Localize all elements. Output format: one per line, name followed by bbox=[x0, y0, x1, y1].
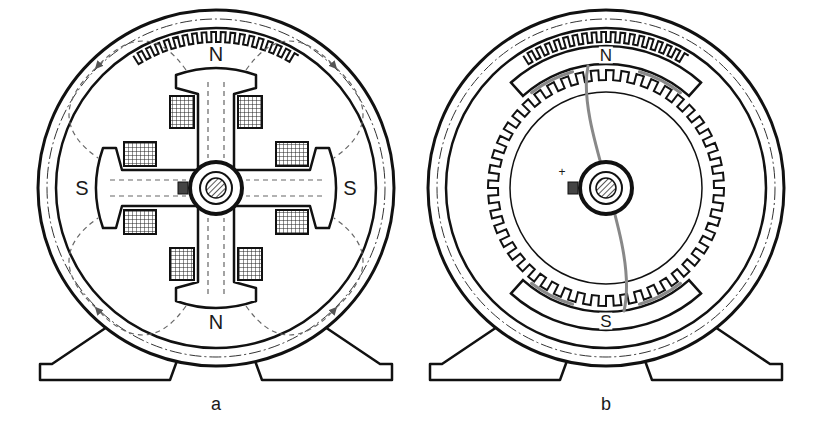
pole-label: N bbox=[599, 47, 613, 64]
housing-outer bbox=[428, 10, 784, 366]
slotted-segment bbox=[133, 32, 298, 64]
field-coils bbox=[110, 142, 186, 234]
field-coil bbox=[124, 210, 156, 234]
field-coil bbox=[170, 248, 194, 280]
field-coil bbox=[124, 142, 156, 166]
armature-coil bbox=[586, 66, 626, 311]
housing-inner bbox=[56, 28, 376, 348]
field-coil bbox=[238, 248, 262, 280]
flux-loop bbox=[246, 41, 363, 158]
yoke-centerline bbox=[47, 19, 385, 357]
flux-line bbox=[246, 306, 336, 335]
shaft bbox=[596, 178, 616, 198]
armature-core bbox=[510, 92, 702, 284]
flux-line bbox=[208, 218, 224, 294]
yoke-centerline bbox=[437, 19, 775, 357]
pole-label: S bbox=[74, 178, 89, 198]
armature-coil-end bbox=[532, 283, 573, 304]
pole-label: S bbox=[342, 178, 357, 198]
flux-line bbox=[110, 180, 186, 196]
flux-line bbox=[334, 218, 363, 308]
pole-label: S bbox=[599, 313, 612, 330]
figure-letter: a bbox=[210, 395, 222, 413]
flux-line bbox=[334, 68, 363, 158]
armature-coil-end bbox=[532, 72, 573, 93]
shaft bbox=[206, 178, 226, 198]
field-coils bbox=[170, 218, 262, 294]
armature-coil-end bbox=[639, 283, 680, 304]
field-coil bbox=[276, 210, 308, 234]
flux-line bbox=[246, 180, 322, 196]
flux-line bbox=[96, 41, 186, 70]
pole-label: N bbox=[208, 44, 224, 64]
motor-a bbox=[38, 10, 394, 380]
armature-coil-end bbox=[639, 72, 680, 93]
flux-line bbox=[96, 306, 186, 335]
flux-line bbox=[208, 82, 224, 158]
armature-teeth bbox=[488, 70, 724, 306]
brush bbox=[178, 182, 188, 194]
pole-label: N bbox=[208, 312, 224, 332]
polarity-sign: + bbox=[557, 166, 566, 178]
bearing bbox=[590, 172, 622, 204]
bearing bbox=[200, 172, 232, 204]
field-coils bbox=[246, 142, 322, 234]
flux-loop bbox=[69, 218, 186, 335]
motor-b bbox=[428, 10, 784, 380]
commutator bbox=[190, 162, 242, 214]
field-coil bbox=[238, 96, 262, 128]
field-coil bbox=[276, 142, 308, 166]
housing-outer bbox=[38, 10, 394, 366]
figure-letter: b bbox=[600, 395, 612, 413]
flux-loop bbox=[246, 218, 363, 335]
flux-loop bbox=[69, 41, 186, 158]
brush bbox=[568, 182, 578, 194]
flux-line bbox=[69, 218, 98, 308]
field-poles bbox=[96, 68, 336, 308]
field-coils bbox=[170, 82, 262, 158]
flux-line bbox=[246, 41, 336, 70]
housing-inner bbox=[446, 28, 766, 348]
field-coil bbox=[170, 96, 194, 128]
flux-line bbox=[69, 68, 98, 158]
commutator bbox=[580, 162, 632, 214]
